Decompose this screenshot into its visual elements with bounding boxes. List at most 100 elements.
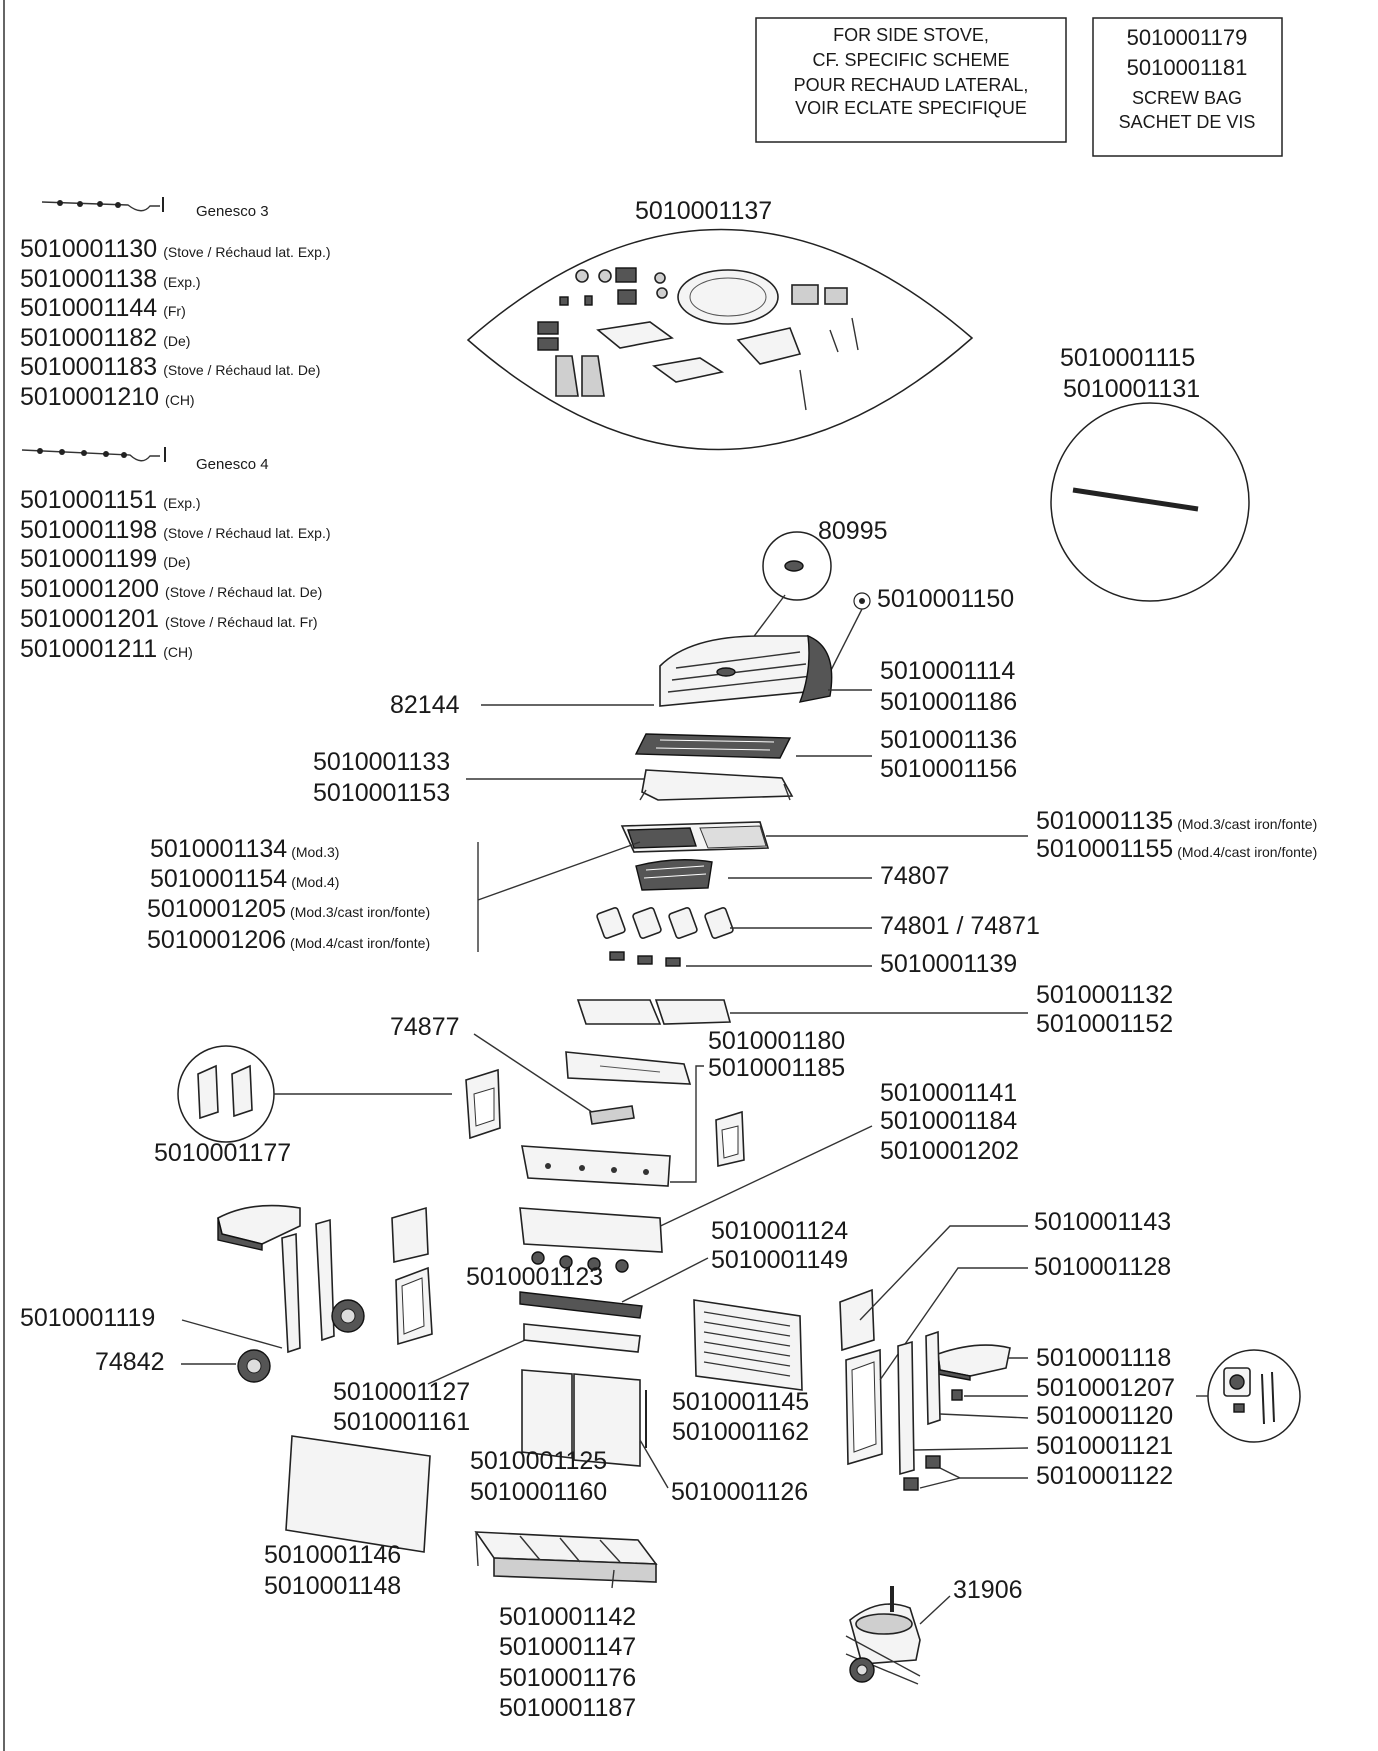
cross-rails <box>519 1291 643 1353</box>
part-label-5010001126: 5010001126 <box>671 1478 808 1506</box>
small-parts-lens <box>466 228 974 451</box>
list-item: 5010001183(Stove / Réchaud lat. De) <box>20 353 320 381</box>
flame-tamer <box>635 859 713 891</box>
part-label-5010001177: 5010001177 <box>154 1139 291 1167</box>
part-label-5010001131: 5010001131 <box>1063 375 1200 403</box>
firebox-side-right <box>715 1110 745 1167</box>
firebox-back-panel <box>565 1051 692 1085</box>
leader-line <box>879 1267 1028 1381</box>
heat-shield <box>639 769 794 801</box>
ignition-electrodes <box>609 951 681 967</box>
list-item: 5010001201(Stove / Réchaud lat. Fr) <box>20 605 318 633</box>
leg-brackets <box>903 1389 963 1491</box>
part-label-5010001206: 5010001206(Mod.4/cast iron/fonte) <box>147 926 430 954</box>
bottom-front-panel <box>285 1435 431 1553</box>
list-item: 5010001211(CH) <box>20 635 193 663</box>
right-frame-leg <box>897 1330 941 1476</box>
grease-trays <box>576 999 732 1025</box>
list-item: 5010001198(Stove / Réchaud lat. Exp.) <box>20 516 331 544</box>
part-label-5010001135: 5010001135(Mod.3/cast iron/fonte) <box>1036 807 1317 835</box>
screw-bag-number: 5010001179 <box>1127 25 1248 50</box>
leader-line <box>919 1467 1028 1489</box>
part-label-5010001154: 5010001154(Mod.4) <box>150 865 339 893</box>
part-label-5010001155: 5010001155(Mod.4/cast iron/fonte) <box>1036 835 1317 863</box>
genesco4-list: 5010001151(Exp.) 5010001198(Stove / Réch… <box>20 486 331 663</box>
control-panel <box>519 1207 663 1273</box>
part-label-5010001149: 5010001149 <box>711 1246 848 1274</box>
warming-rack <box>634 733 792 759</box>
part-label-5010001141: 5010001141 <box>880 1079 1017 1107</box>
burner-tube-genesco4-icon <box>21 447 166 462</box>
left-side-shelf <box>217 1204 301 1251</box>
part-label-5010001137: 5010001137 <box>635 197 772 225</box>
part-label-5010001123: 5010001123 <box>466 1263 603 1291</box>
burner-tube-genesco3-icon <box>41 197 164 212</box>
leader-line <box>427 1335 535 1385</box>
part-label-5010001161: 5010001161 <box>333 1408 470 1436</box>
igniter-lens <box>1207 1349 1301 1443</box>
leader-line <box>473 1033 599 1117</box>
firebox-front-panel <box>521 1145 671 1187</box>
part-label-5010001143: 5010001143 <box>1034 1208 1171 1236</box>
rod-lens <box>1050 402 1250 602</box>
leader-line <box>651 1125 873 1231</box>
part-label-5010001114: 5010001114 <box>880 657 1015 685</box>
part-label-5010001207: 5010001207 <box>1036 1374 1175 1402</box>
part-label-5010001121: 5010001121 <box>1036 1432 1173 1460</box>
part-label-5010001128: 5010001128 <box>1034 1253 1171 1281</box>
side-stove-note-line: POUR RECHAUD LATERAL, <box>794 75 1029 95</box>
part-label-5010001184: 5010001184 <box>880 1107 1017 1135</box>
leader-line <box>621 1257 709 1303</box>
screw-bag-number: 5010001181 <box>1127 55 1248 80</box>
part-label-74877: 74877 <box>390 1013 460 1041</box>
part-label-74842: 74842 <box>95 1348 165 1376</box>
part-label-5010001160: 5010001160 <box>470 1478 607 1506</box>
part-label-5010001202: 5010001202 <box>880 1137 1019 1165</box>
list-item: 5010001138(Exp.) <box>20 265 201 293</box>
left-frame-legs <box>281 1218 365 1354</box>
part-label-5010001118: 5010001118 <box>1036 1344 1171 1372</box>
screw-bag-box: 5010001179 5010001181 SCREW BAG SACHET D… <box>1092 17 1283 157</box>
left-side-panels <box>391 1206 433 1346</box>
part-label-31906: 31906 <box>953 1576 1023 1604</box>
side-stove-note-line: FOR SIDE STOVE, <box>833 25 989 45</box>
part-label-5010001150: 5010001150 <box>877 585 1014 613</box>
part-label-5010001153: 5010001153 <box>313 779 450 807</box>
part-label-5010001122: 5010001122 <box>1036 1462 1173 1490</box>
leader-line <box>670 1065 704 1183</box>
side-stove-note-line: CF. SPECIFIC SCHEME <box>812 50 1009 70</box>
screw-bag-caption: SCREW BAG <box>1132 88 1242 108</box>
screw-5010001150-icon <box>853 592 871 610</box>
side-stove-note-box: FOR SIDE STOVE, CF. SPECIFIC SCHEME POUR… <box>755 17 1067 143</box>
part-label-5010001125: 5010001125 <box>470 1447 607 1475</box>
burners <box>596 907 734 939</box>
part-label-5010001124: 5010001124 <box>711 1217 848 1245</box>
part-label-74801: 74801 / 74871 <box>880 912 1040 940</box>
part-label-5010001146: 5010001146 <box>264 1541 401 1569</box>
part-label-5010001186: 5010001186 <box>880 688 1017 716</box>
thermometer-lens <box>727 531 832 672</box>
part-label-5010001132: 5010001132 <box>1036 981 1173 1009</box>
part-label-5010001133: 5010001133 <box>313 748 450 776</box>
right-side-shelf <box>937 1344 1011 1381</box>
part-label-5010001205: 5010001205(Mod.3/cast iron/fonte) <box>147 895 430 923</box>
list-item: 5010001200(Stove / Réchaud lat. De) <box>20 575 322 603</box>
part-label-5010001180: 5010001180 <box>708 1027 845 1055</box>
gas-bottle-holder <box>845 1586 921 1685</box>
bottom-frame-tray <box>474 1531 658 1589</box>
list-item: 5010001144(Fr) <box>20 294 186 322</box>
leader-line <box>939 1413 1029 1419</box>
part-label-5010001156: 5010001156 <box>880 755 1017 783</box>
part-label-5010001136: 5010001136 <box>880 726 1017 754</box>
part-label-5010001148: 5010001148 <box>264 1572 401 1600</box>
part-label-82144: 82144 <box>390 691 460 719</box>
right-side-panels <box>839 1288 883 1466</box>
screw-bag-caption: SACHET DE VIS <box>1119 112 1256 132</box>
part-label-5010001119: 5010001119 <box>20 1304 155 1332</box>
part-label-5010001134: 5010001134(Mod.3) <box>150 835 339 863</box>
crossover-tube <box>589 1105 635 1125</box>
leader-line <box>859 1225 1028 1321</box>
part-label-80995: 80995 <box>818 517 888 545</box>
list-item: 5010001151(Exp.) <box>20 486 201 514</box>
